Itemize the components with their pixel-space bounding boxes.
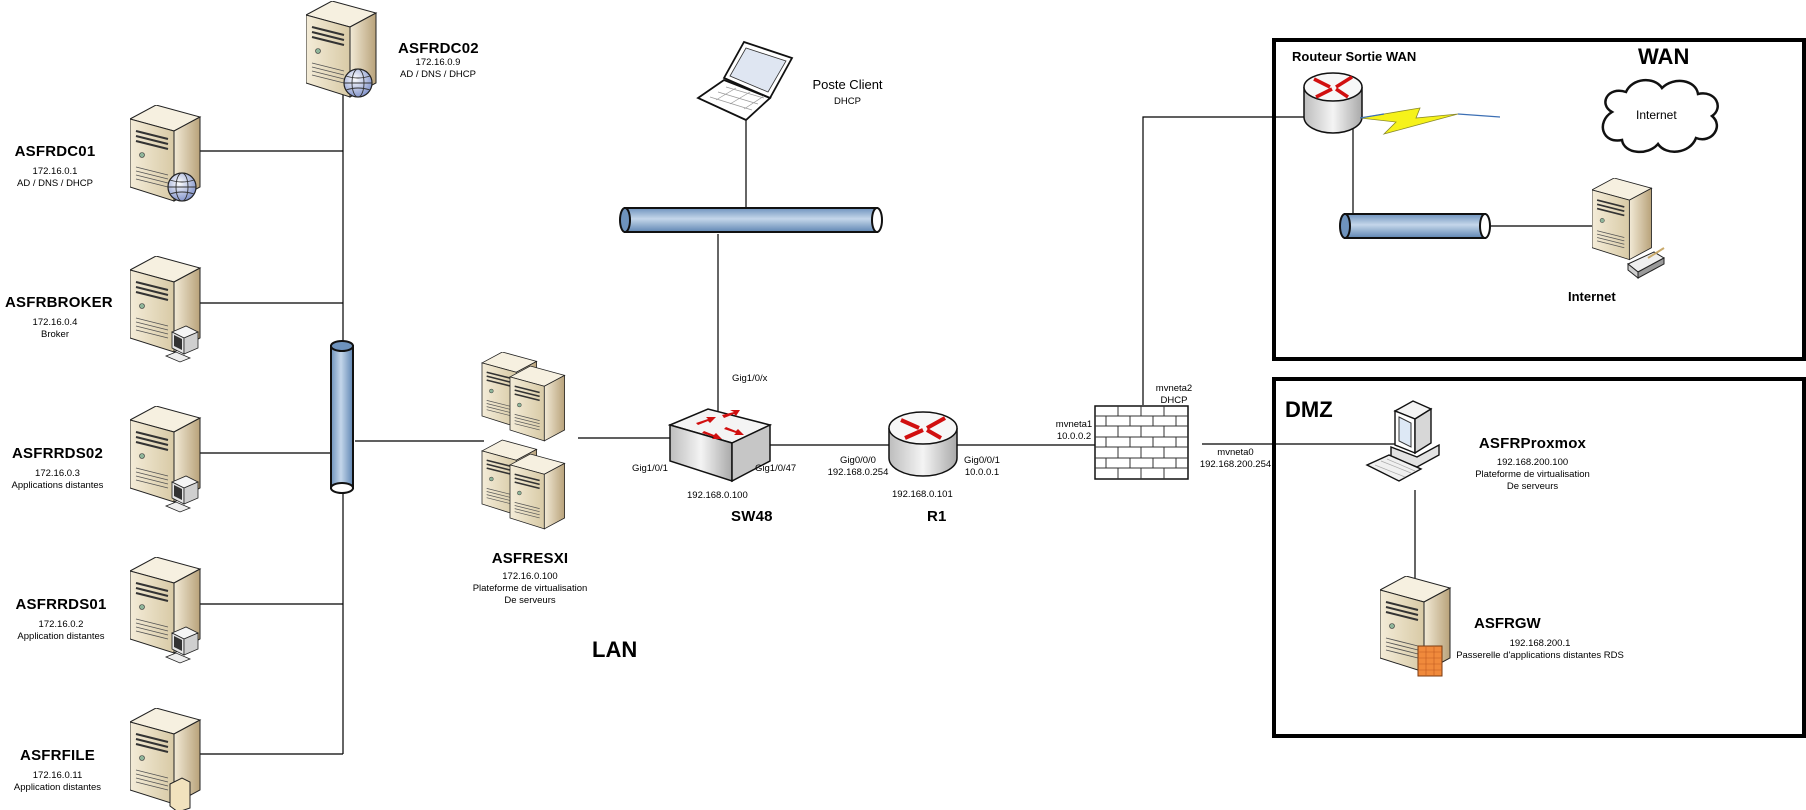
mvneta1-ip: 10.0.0.2 xyxy=(1056,431,1092,442)
asfrrds01-label: ASFRRDS01 172.16.0.2 Application distant… xyxy=(5,596,117,643)
asfrdc02-role: AD / DNS / DHCP xyxy=(399,69,476,80)
proxmox-role-2: De serveurs xyxy=(1506,481,1559,492)
server-terminal-icon[interactable] xyxy=(130,406,212,516)
gateway-role: Passerelle d'applications distantes RDS xyxy=(1456,650,1624,661)
firewall-icon[interactable] xyxy=(1094,405,1190,481)
asfrbroker-ip: 172.16.0.4 xyxy=(32,317,78,328)
asfrrds02-role: Applications distantes xyxy=(11,480,104,491)
mvneta1-name: mvneta1 xyxy=(1055,419,1093,430)
proxmox-ip: 192.168.200.100 xyxy=(1496,457,1569,468)
server-globe-icon[interactable] xyxy=(306,1,388,101)
r1-port-left-name: Gig0/0/0 xyxy=(840,455,876,466)
asfrbroker-name: ASFRBROKER xyxy=(5,294,113,311)
firewall-mvneta0: mvneta0 192.168.200.254 xyxy=(1198,447,1273,471)
internet-server-name: Internet xyxy=(1568,289,1616,304)
poste-client-name: Poste Client xyxy=(812,77,883,92)
r1-port-left-ip: 192.168.0.254 xyxy=(827,467,889,478)
dmz-zone xyxy=(1272,377,1806,738)
r1-port-right-ip: 10.0.0.1 xyxy=(964,467,1000,478)
wan-link-lightning-icon xyxy=(1360,107,1500,135)
asfrrds01-name: ASFRRDS01 xyxy=(15,596,107,613)
server-terminal-icon[interactable] xyxy=(130,256,212,366)
server-terminal-icon[interactable] xyxy=(130,557,212,667)
asfrdc01-name: ASFRDC01 xyxy=(14,143,96,160)
server-cluster-icon[interactable] xyxy=(480,352,584,548)
asfrdc02-name: ASFRDC02 xyxy=(398,40,479,57)
asfrfile-role: Application distantes xyxy=(13,782,102,793)
lan-bus-tube-icon xyxy=(330,340,354,494)
client-bus-tube-icon xyxy=(619,207,883,233)
wan-router-icon[interactable] xyxy=(1302,71,1364,139)
asfresxi-label: ASFRESXI 172.16.0.100 Plateforme de virt… xyxy=(460,550,600,607)
asfrfile-name: ASFRFILE xyxy=(20,747,95,764)
internet-cloud-label: Internet xyxy=(1636,108,1677,122)
asfrbroker-label: ASFRBROKER 172.16.0.4 Broker xyxy=(5,294,113,341)
asfrfile-ip: 172.16.0.11 xyxy=(32,770,83,781)
asfrdc02-ip: 172.16.0.9 xyxy=(415,57,461,68)
firewall-mvneta1: mvneta1 10.0.0.2 xyxy=(1054,419,1094,443)
link-firewall-wan-router xyxy=(1142,116,1321,405)
switch-name: SW48 xyxy=(731,508,773,525)
server-file-icon[interactable] xyxy=(130,708,212,810)
asfresxi-ip: 172.16.0.100 xyxy=(502,571,558,582)
internet-server-icon[interactable] xyxy=(1592,178,1670,286)
wan-bus-tube-icon xyxy=(1339,213,1491,239)
router-icon[interactable] xyxy=(887,410,959,480)
mvneta2-ip: DHCP xyxy=(1160,395,1188,406)
firewall-mvneta2: mvneta2 DHCP xyxy=(1154,383,1194,407)
asfrrds02-ip: 172.16.0.3 xyxy=(35,468,80,479)
asfrrds01-ip: 172.16.0.2 xyxy=(38,619,84,630)
switch-port-left: Gig1/0/1 xyxy=(632,463,668,474)
asfrdc02-label: ASFRDC02 172.16.0.9 AD / DNS / DHCP xyxy=(398,40,479,81)
server-globe-icon[interactable] xyxy=(130,105,212,205)
wan-router-name: Routeur Sortie WAN xyxy=(1292,49,1417,64)
poste-client-role: DHCP xyxy=(834,96,861,107)
gateway-name: ASFRGW xyxy=(1474,615,1541,632)
switch-ip: 192.168.0.100 xyxy=(687,490,748,501)
proxmox-name: ASFRProxmox xyxy=(1478,435,1587,452)
r1-ip: 192.168.0.101 xyxy=(892,489,953,500)
asfresxi-role-1: Plateforme de virtualisation xyxy=(472,583,588,594)
asfrfile-label: ASFRFILE 172.16.0.11 Application distant… xyxy=(5,747,110,794)
internet-cloud-icon xyxy=(1601,79,1719,153)
workstation-icon[interactable] xyxy=(1365,393,1455,493)
proxmox-role-1: Plateforme de virtualisation xyxy=(1475,469,1590,480)
asfrdc01-role: AD / DNS / DHCP xyxy=(16,178,93,189)
wan-zone xyxy=(1272,38,1806,361)
mvneta0-ip: 192.168.200.254 xyxy=(1199,459,1272,470)
laptop-icon[interactable] xyxy=(696,40,796,124)
mvneta2-name: mvneta2 xyxy=(1155,383,1193,394)
asfrdc01-ip: 172.16.0.1 xyxy=(32,166,78,177)
r1-name: R1 xyxy=(927,508,947,525)
asfrdc01-label: ASFRDC01 172.16.0.1 AD / DNS / DHCP xyxy=(5,143,105,190)
lan-zone-title: LAN xyxy=(592,637,638,662)
proxmox-label: ASFRProxmox 192.168.200.100 Plateforme d… xyxy=(1470,435,1595,493)
mvneta0-name: mvneta0 xyxy=(1217,447,1254,458)
asfrrds02-label: ASFRRDS02 172.16.0.3 Applications distan… xyxy=(0,445,115,492)
poste-client-label: Poste Client DHCP xyxy=(800,77,895,108)
asfresxi-role-2: De serveurs xyxy=(504,595,556,606)
gateway-info: 192.168.200.1 Passerelle d'applications … xyxy=(1455,638,1625,662)
asfrrds02-name: ASFRRDS02 xyxy=(12,445,103,462)
switch-icon[interactable] xyxy=(668,407,772,483)
asfrbroker-role: Broker xyxy=(41,329,69,340)
asfrrds01-role: Application distantes xyxy=(17,631,105,642)
switch-port-up: Gig1/0/x xyxy=(732,373,768,384)
r1-port-right-name: Gig0/0/1 xyxy=(964,455,1000,466)
wan-zone-title: WAN xyxy=(1638,44,1690,69)
gateway-server-icon[interactable] xyxy=(1380,576,1462,680)
dmz-zone-title: DMZ xyxy=(1285,397,1333,422)
gateway-ip: 192.168.200.1 xyxy=(1509,638,1571,649)
r1-port-left: Gig0/0/0 192.168.0.254 xyxy=(818,455,898,479)
switch-port-right: Gig1/0/47 xyxy=(755,463,797,474)
asfresxi-name: ASFRESXI xyxy=(491,550,569,567)
r1-port-right: Gig0/0/1 10.0.0.1 xyxy=(962,455,1002,479)
